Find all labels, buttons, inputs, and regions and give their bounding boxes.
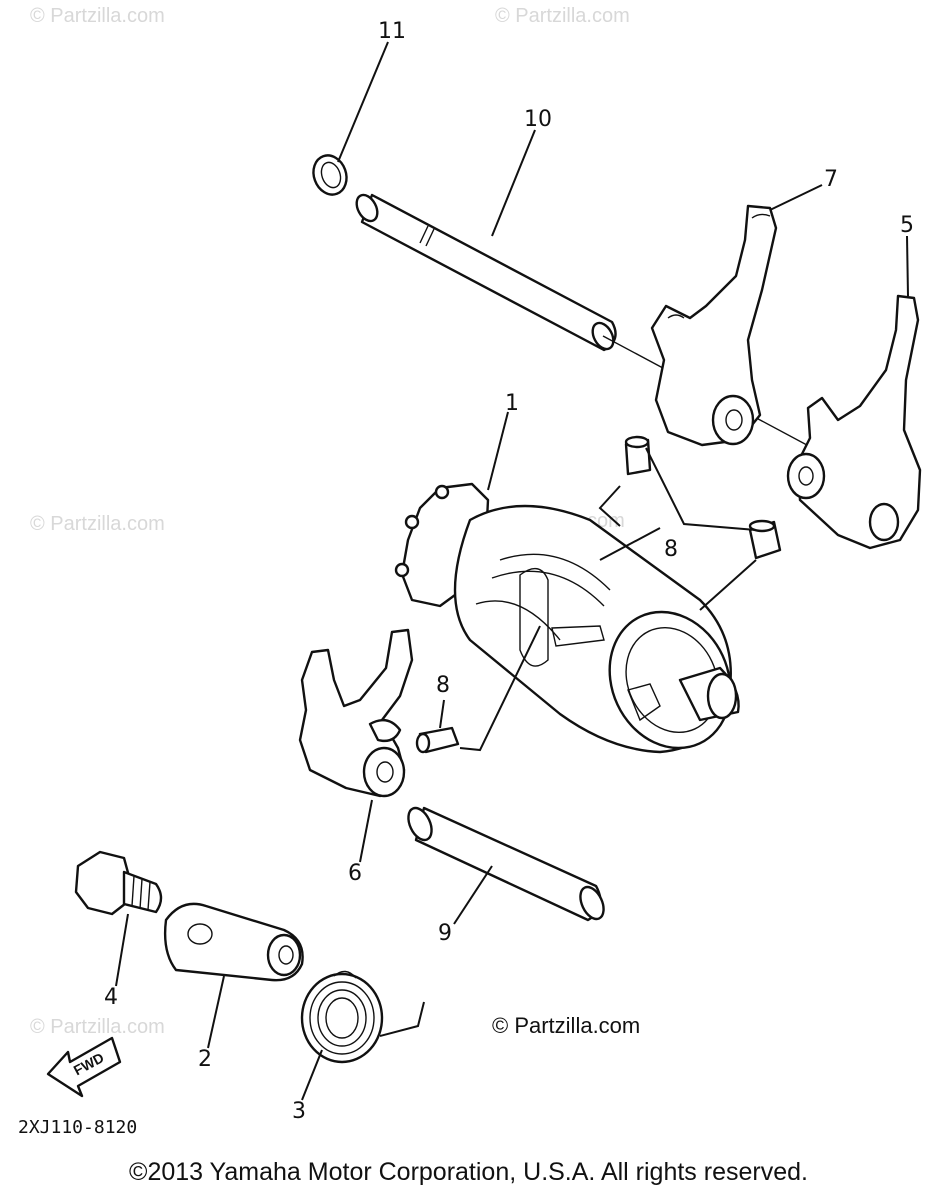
copyright-notice: ©2013 Yamaha Motor Corporation, U.S.A. A… [129,1158,808,1186]
callout-10: 10 [524,107,552,132]
part-3-spring [300,970,425,1064]
part-8-dowel-pin [415,726,460,754]
callout-9: 9 [438,921,452,946]
partzilla-mark: © Partzilla.com [492,1013,640,1038]
callout-7: 7 [824,167,838,192]
callout-5: 5 [900,213,914,238]
part-7-shift-fork [650,204,778,447]
callout-6: 6 [348,861,362,886]
callout-2: 2 [198,1047,212,1072]
callout-11: 11 [378,19,406,44]
callout-8-lower: 8 [436,673,450,698]
callout-1: 1 [505,391,519,416]
watermark: © Partzilla.com [30,513,165,535]
diagram-code: 2XJ110-8120 [18,1117,137,1138]
callout-4: 4 [104,985,118,1010]
part-2-stopper-lever [163,902,304,982]
part-1-shift-cam [394,482,740,754]
part-8-dowel-pin [624,435,652,476]
part-8-dowel-pin [748,519,782,560]
part-5-shift-fork [786,294,922,550]
watermark: © Partzilla.com [30,1016,165,1038]
fwd-arrow-icon: FWD [46,1036,122,1098]
callout-8-upper: 8 [664,537,678,562]
watermark: © Partzilla.com [30,5,165,27]
part-6-shift-fork [298,628,414,798]
leader-lines [115,41,909,1101]
callout-3: 3 [292,1099,306,1124]
part-4-bolt [74,850,163,916]
part-11-circlip [312,154,348,196]
part-9-guide-bar [407,806,605,922]
watermark: © Partzilla.com [495,5,630,27]
